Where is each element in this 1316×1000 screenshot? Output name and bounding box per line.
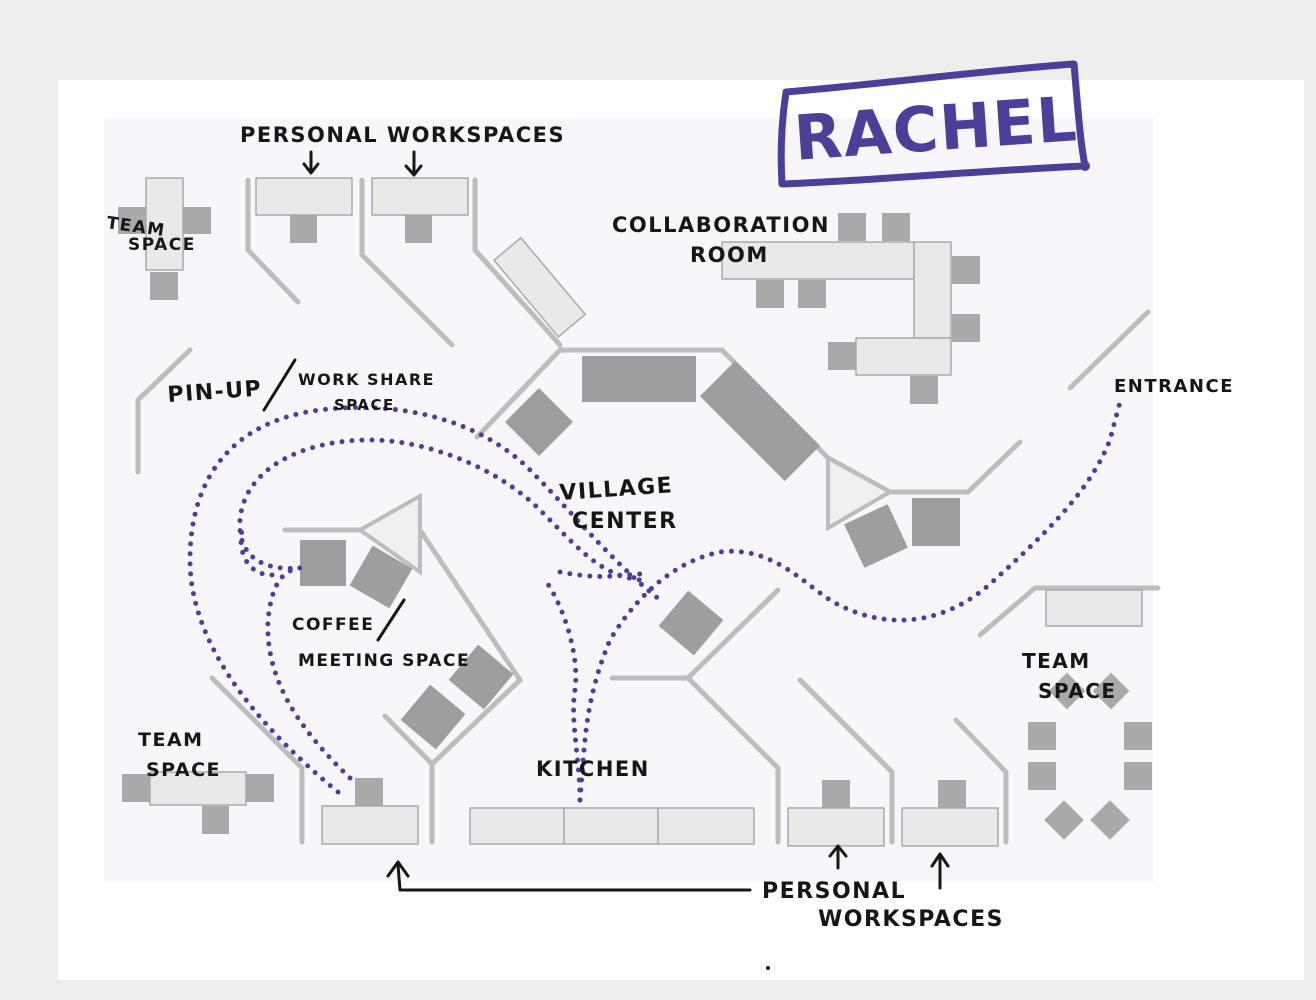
team-space-bottom-left [122, 771, 274, 834]
label-team-space-r-line2: SPACE [1038, 679, 1117, 703]
annotation-arrows [262, 150, 950, 892]
label-village-center-line2: CENTER [572, 509, 678, 534]
floor-area [104, 118, 1154, 882]
name-stamp [777, 60, 1090, 188]
team-space-top-left [118, 177, 211, 300]
label-collaboration-room-line2: ROOM [690, 243, 769, 267]
label-team-space-bl-line2: SPACE [146, 759, 221, 781]
label-pinup-line2: WORK SHARE [298, 370, 435, 389]
label-team-space-tl-line2: SPACE [128, 235, 196, 255]
team-space-right [1028, 589, 1152, 840]
label-team-space-r-line1: TEAM [1022, 649, 1091, 673]
circulation-paths [187, 399, 1123, 803]
walls [135, 177, 1161, 845]
label-team-space-bl-line1: TEAM [138, 729, 204, 751]
angled-desk-top [493, 236, 587, 338]
label-coffee-line1: COFFEE [292, 615, 374, 635]
bottom-desks [321, 778, 999, 847]
coffee-meeting-furniture [300, 492, 724, 750]
label-personal-workspaces-bottom-line1: PERSONAL [762, 879, 906, 904]
label-pinup-line3: SPACE [334, 396, 395, 414]
label-coffee-line2: MEETING SPACE [298, 651, 470, 671]
personal-desks-top [255, 177, 469, 243]
village-center-furniture [505, 356, 960, 568]
label-personal-workspaces-bottom-line2: WORKSPACES [818, 907, 1004, 932]
label-kitchen: KITCHEN [536, 757, 650, 781]
label-collaboration-room-line1: COLLABORATION [612, 213, 830, 237]
collaboration-room-furniture [721, 213, 980, 404]
ink-dot [766, 966, 770, 970]
label-personal-workspaces-top: PERSONAL WORKSPACES [240, 123, 565, 147]
label-entrance: ENTRANCE [1114, 376, 1234, 397]
